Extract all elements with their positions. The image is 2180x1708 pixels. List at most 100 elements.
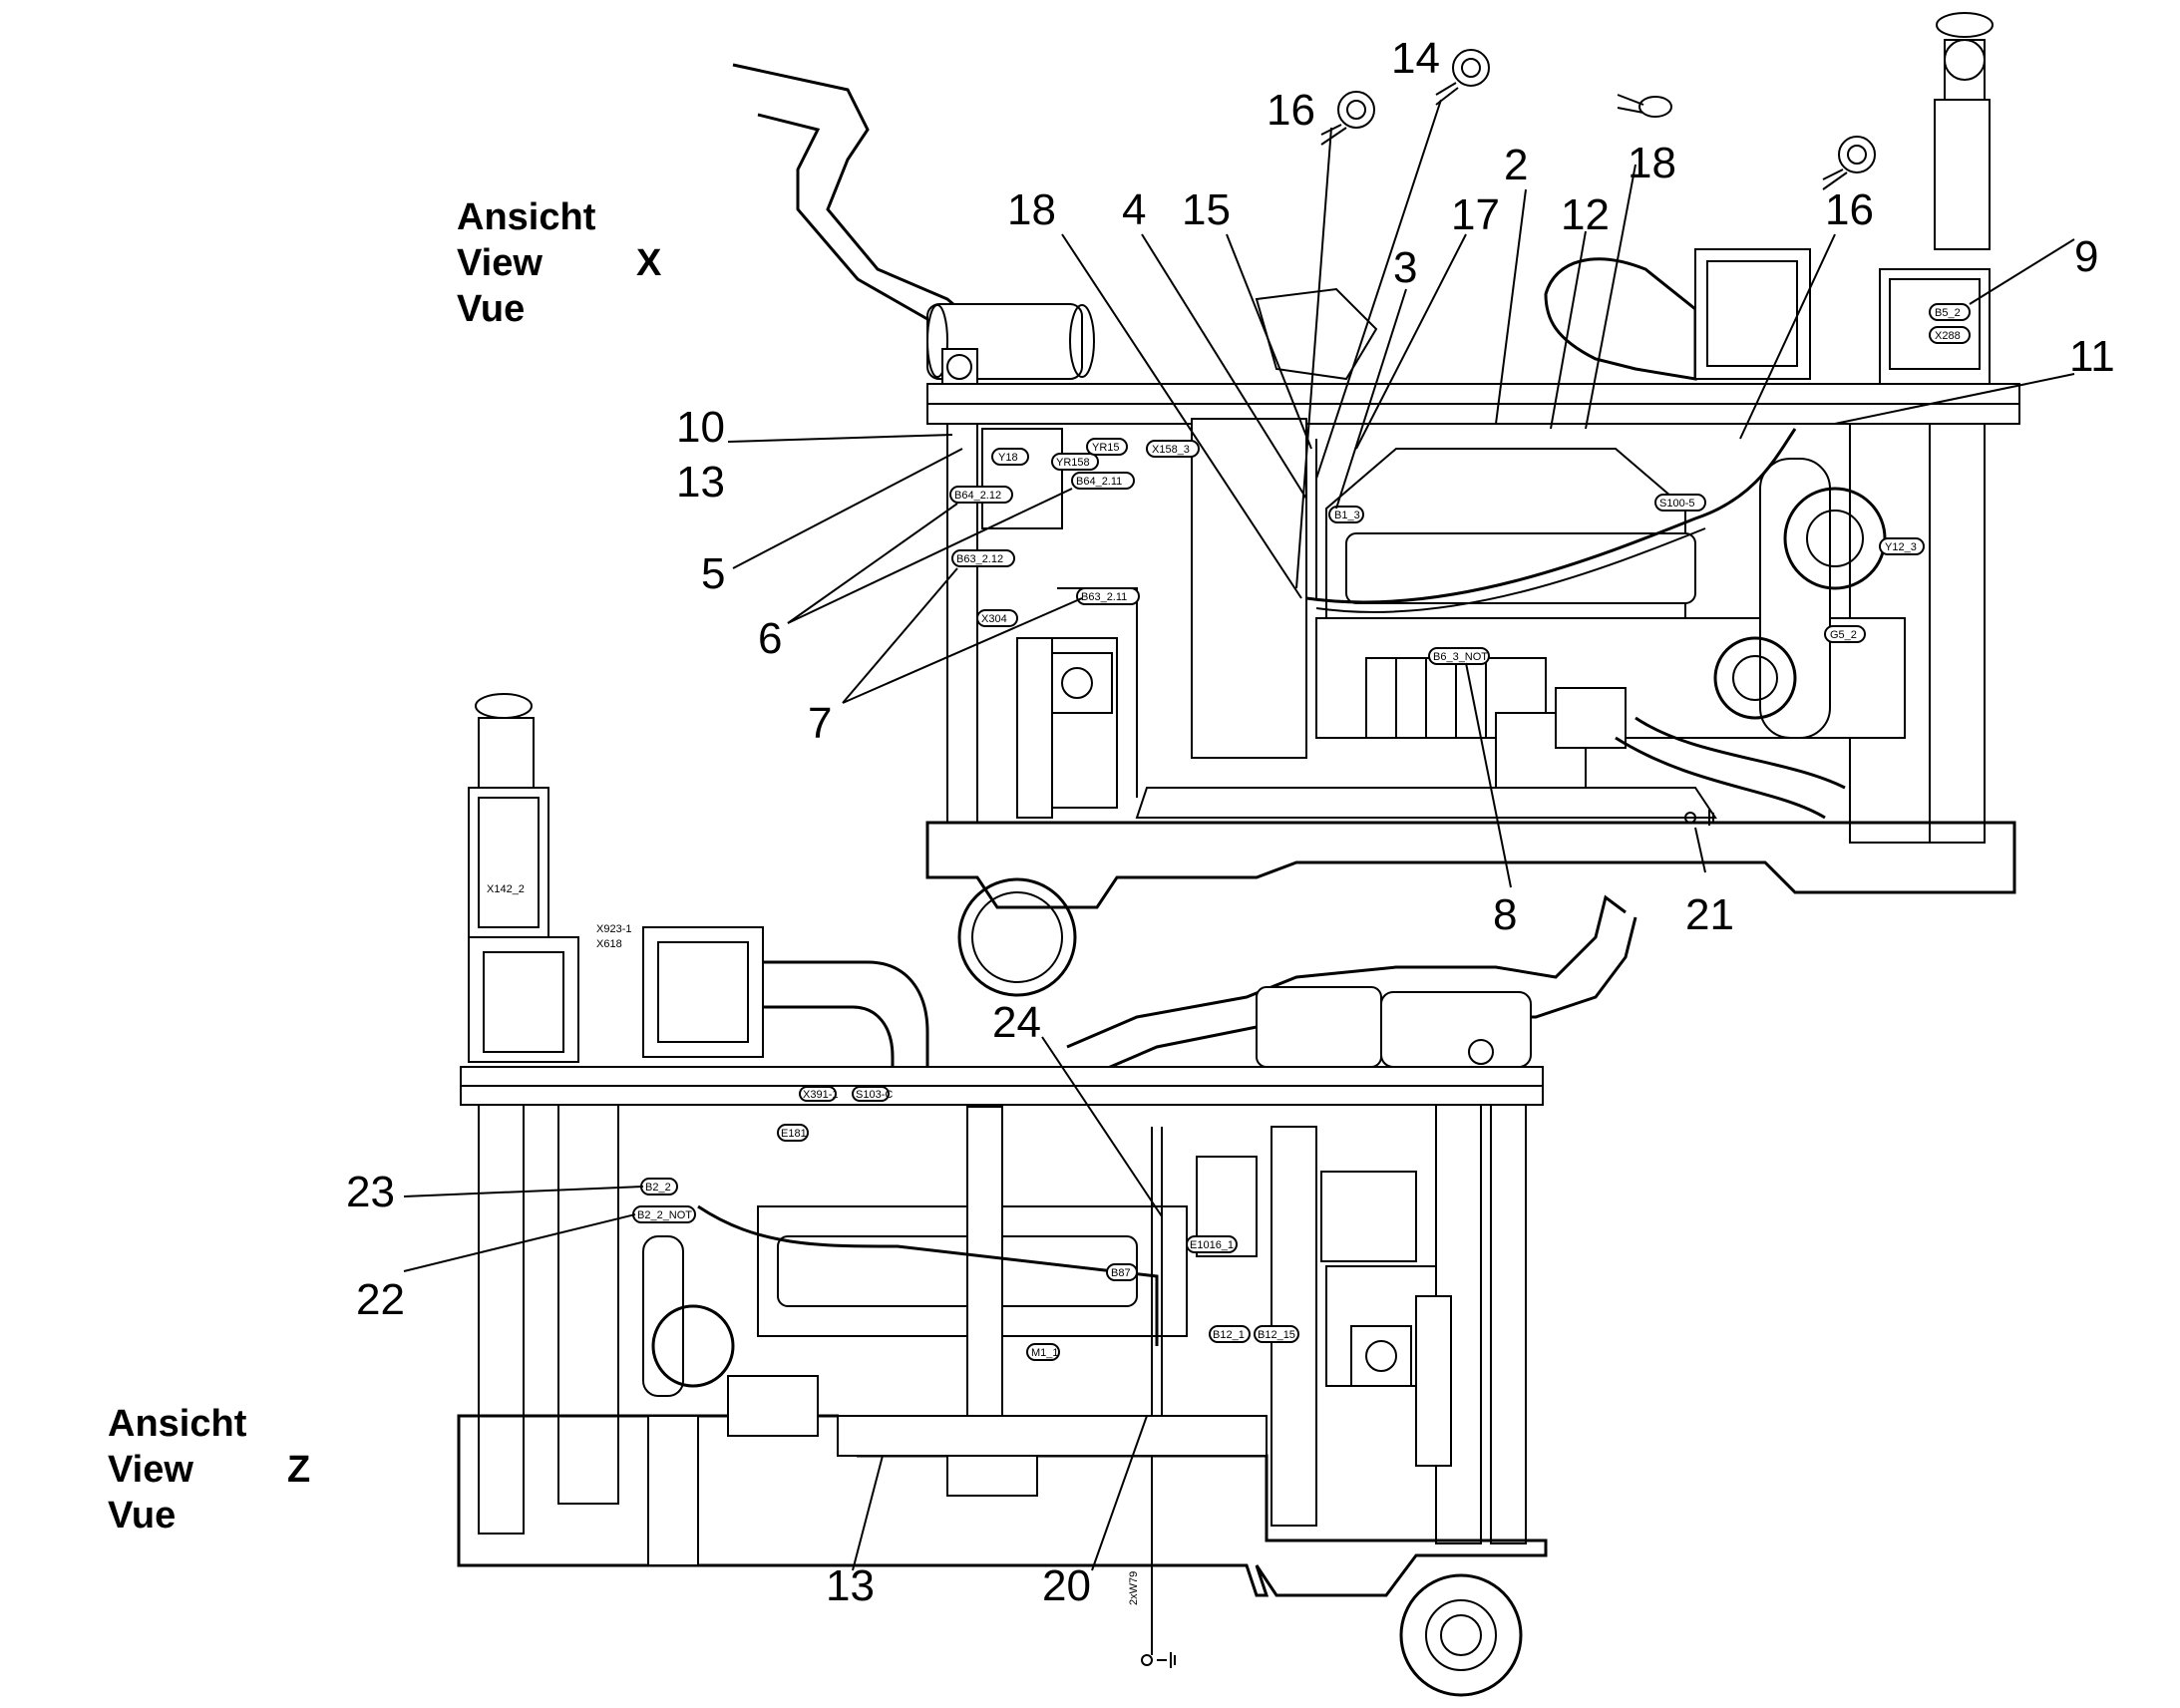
callout-22: 22 bbox=[356, 1275, 405, 1324]
view-x-drawing bbox=[732, 12, 2020, 997]
tag: S100-5 bbox=[1654, 494, 1706, 512]
svg-text:B87: B87 bbox=[1111, 1267, 1131, 1279]
tag: B6_3_NOT bbox=[1428, 647, 1490, 665]
tag: X288 bbox=[1929, 326, 1971, 344]
tag: E1016_1 bbox=[1186, 1235, 1238, 1253]
svg-text:B2_2: B2_2 bbox=[645, 1182, 671, 1194]
callout-13: 13 bbox=[826, 1561, 875, 1610]
svg-text:YR15: YR15 bbox=[1092, 442, 1120, 454]
svg-text:S100-5: S100-5 bbox=[1659, 498, 1694, 510]
svg-text:X304: X304 bbox=[981, 613, 1007, 625]
tag: YR15 bbox=[1086, 438, 1128, 456]
tag: E181 bbox=[777, 1124, 809, 1142]
view-z-leaders bbox=[403, 1036, 1163, 1571]
view-z-title: Ansicht View Vue Z bbox=[108, 1403, 310, 1537]
callout-14: 14 bbox=[1391, 34, 1440, 83]
svg-text:X391-1: X391-1 bbox=[803, 1089, 838, 1101]
svg-text:E181: E181 bbox=[781, 1128, 807, 1140]
tag: B1_3 bbox=[1328, 506, 1364, 523]
tag: B64_2.12 bbox=[949, 486, 1013, 504]
callout-6: 6 bbox=[758, 614, 782, 663]
clamp-icon bbox=[1320, 91, 1375, 146]
tag: B12_1 bbox=[1209, 1325, 1251, 1343]
tag: X618 bbox=[596, 938, 622, 950]
tag: B12_15 bbox=[1254, 1325, 1299, 1343]
svg-text:B63_2.12: B63_2.12 bbox=[956, 553, 1003, 565]
callout-18: 18 bbox=[1628, 139, 1676, 187]
view-x-leaders bbox=[727, 99, 2075, 888]
callout-18: 18 bbox=[1007, 185, 1056, 234]
svg-text:Ansicht: Ansicht bbox=[457, 196, 596, 238]
svg-text:Z: Z bbox=[287, 1449, 310, 1491]
callout-4: 4 bbox=[1122, 185, 1146, 234]
tag: B63_2.11 bbox=[1076, 587, 1140, 605]
svg-text:B6_3_NOT: B6_3_NOT bbox=[1433, 651, 1488, 663]
tag: X304 bbox=[976, 609, 1018, 627]
tag: B2_2 bbox=[640, 1178, 678, 1196]
svg-text:X142_2: X142_2 bbox=[487, 883, 525, 895]
svg-text:B1_3: B1_3 bbox=[1334, 510, 1360, 521]
callout-23: 23 bbox=[346, 1168, 395, 1216]
callout-13: 13 bbox=[676, 458, 725, 507]
tag: B87 bbox=[1106, 1263, 1138, 1281]
tag: M1_1 bbox=[1026, 1343, 1060, 1361]
clamp-icon bbox=[1435, 49, 1490, 106]
view-z-tags: X142_2 X923-1 X618 X391-1 S103-C E181 B2… bbox=[487, 883, 1299, 1605]
tag: B2_2_NOT bbox=[632, 1205, 696, 1223]
svg-text:Ansicht: Ansicht bbox=[108, 1403, 247, 1445]
svg-text:B64_2.11: B64_2.11 bbox=[1076, 476, 1122, 488]
svg-text:B12_15: B12_15 bbox=[1258, 1329, 1295, 1341]
svg-text:YR158: YR158 bbox=[1056, 457, 1090, 469]
callout-10: 10 bbox=[676, 403, 725, 452]
svg-text:G5_2: G5_2 bbox=[1830, 629, 1857, 641]
callout-24: 24 bbox=[992, 998, 1041, 1047]
svg-text:B63_2.11: B63_2.11 bbox=[1081, 591, 1127, 603]
svg-text:View: View bbox=[457, 242, 543, 284]
svg-text:Y18: Y18 bbox=[998, 452, 1018, 464]
callout-12: 12 bbox=[1561, 190, 1610, 239]
tag: B64_2.11 bbox=[1071, 472, 1135, 490]
svg-text:B2_2_NOT: B2_2_NOT bbox=[637, 1209, 692, 1221]
tag: G5_2 bbox=[1824, 625, 1866, 643]
svg-text:Vue: Vue bbox=[457, 288, 525, 330]
tag: YR158 bbox=[1051, 453, 1099, 471]
svg-text:View: View bbox=[108, 1449, 193, 1491]
callout-5: 5 bbox=[701, 549, 725, 598]
svg-text:M1_1: M1_1 bbox=[1031, 1347, 1059, 1359]
tag: B5_2 bbox=[1929, 303, 1971, 321]
view-x-tags: Y18 YR158 YR15 X158_3 B64_2.12 B64_2.11 … bbox=[949, 303, 1971, 665]
view-x-title: Ansicht View Vue X bbox=[457, 196, 662, 330]
bolt-icon bbox=[1617, 94, 1672, 118]
tag: X391-1 bbox=[799, 1086, 838, 1102]
callout-8: 8 bbox=[1493, 890, 1517, 939]
callouts: 16 14 18 16 2 12 18 4 15 17 3 9 11 10 13… bbox=[346, 34, 2115, 1610]
svg-text:S103-C: S103-C bbox=[856, 1089, 893, 1101]
callout-16: 16 bbox=[1267, 86, 1315, 135]
svg-text:Vue: Vue bbox=[108, 1495, 176, 1537]
callout-21: 21 bbox=[1685, 890, 1734, 939]
tag: X923-1 bbox=[596, 923, 631, 935]
callout-16: 16 bbox=[1825, 185, 1874, 234]
callout-15: 15 bbox=[1182, 185, 1231, 234]
svg-text:Y12_3: Y12_3 bbox=[1885, 541, 1917, 553]
callout-7: 7 bbox=[808, 699, 832, 748]
view-z-drawing bbox=[457, 693, 1637, 1697]
tag: S103-C bbox=[852, 1086, 893, 1102]
svg-text:X288: X288 bbox=[1935, 330, 1961, 342]
tag: X158_3 bbox=[1146, 440, 1200, 458]
svg-text:X618: X618 bbox=[596, 938, 622, 950]
callout-3: 3 bbox=[1393, 243, 1417, 292]
svg-text:B12_1: B12_1 bbox=[1213, 1329, 1245, 1341]
tag: X142_2 bbox=[487, 883, 525, 895]
callout-9: 9 bbox=[2074, 232, 2098, 281]
svg-text:X158_3: X158_3 bbox=[1152, 444, 1190, 456]
svg-text:E1016_1: E1016_1 bbox=[1190, 1239, 1234, 1251]
callout-17: 17 bbox=[1451, 190, 1500, 239]
clamp-icon bbox=[1822, 136, 1876, 190]
svg-text:X923-1: X923-1 bbox=[596, 923, 631, 935]
svg-text:B64_2.12: B64_2.12 bbox=[954, 490, 1001, 502]
callout-11: 11 bbox=[2069, 332, 2115, 381]
callout-20: 20 bbox=[1042, 1561, 1091, 1610]
svg-text:2xW79: 2xW79 bbox=[1128, 1571, 1140, 1605]
